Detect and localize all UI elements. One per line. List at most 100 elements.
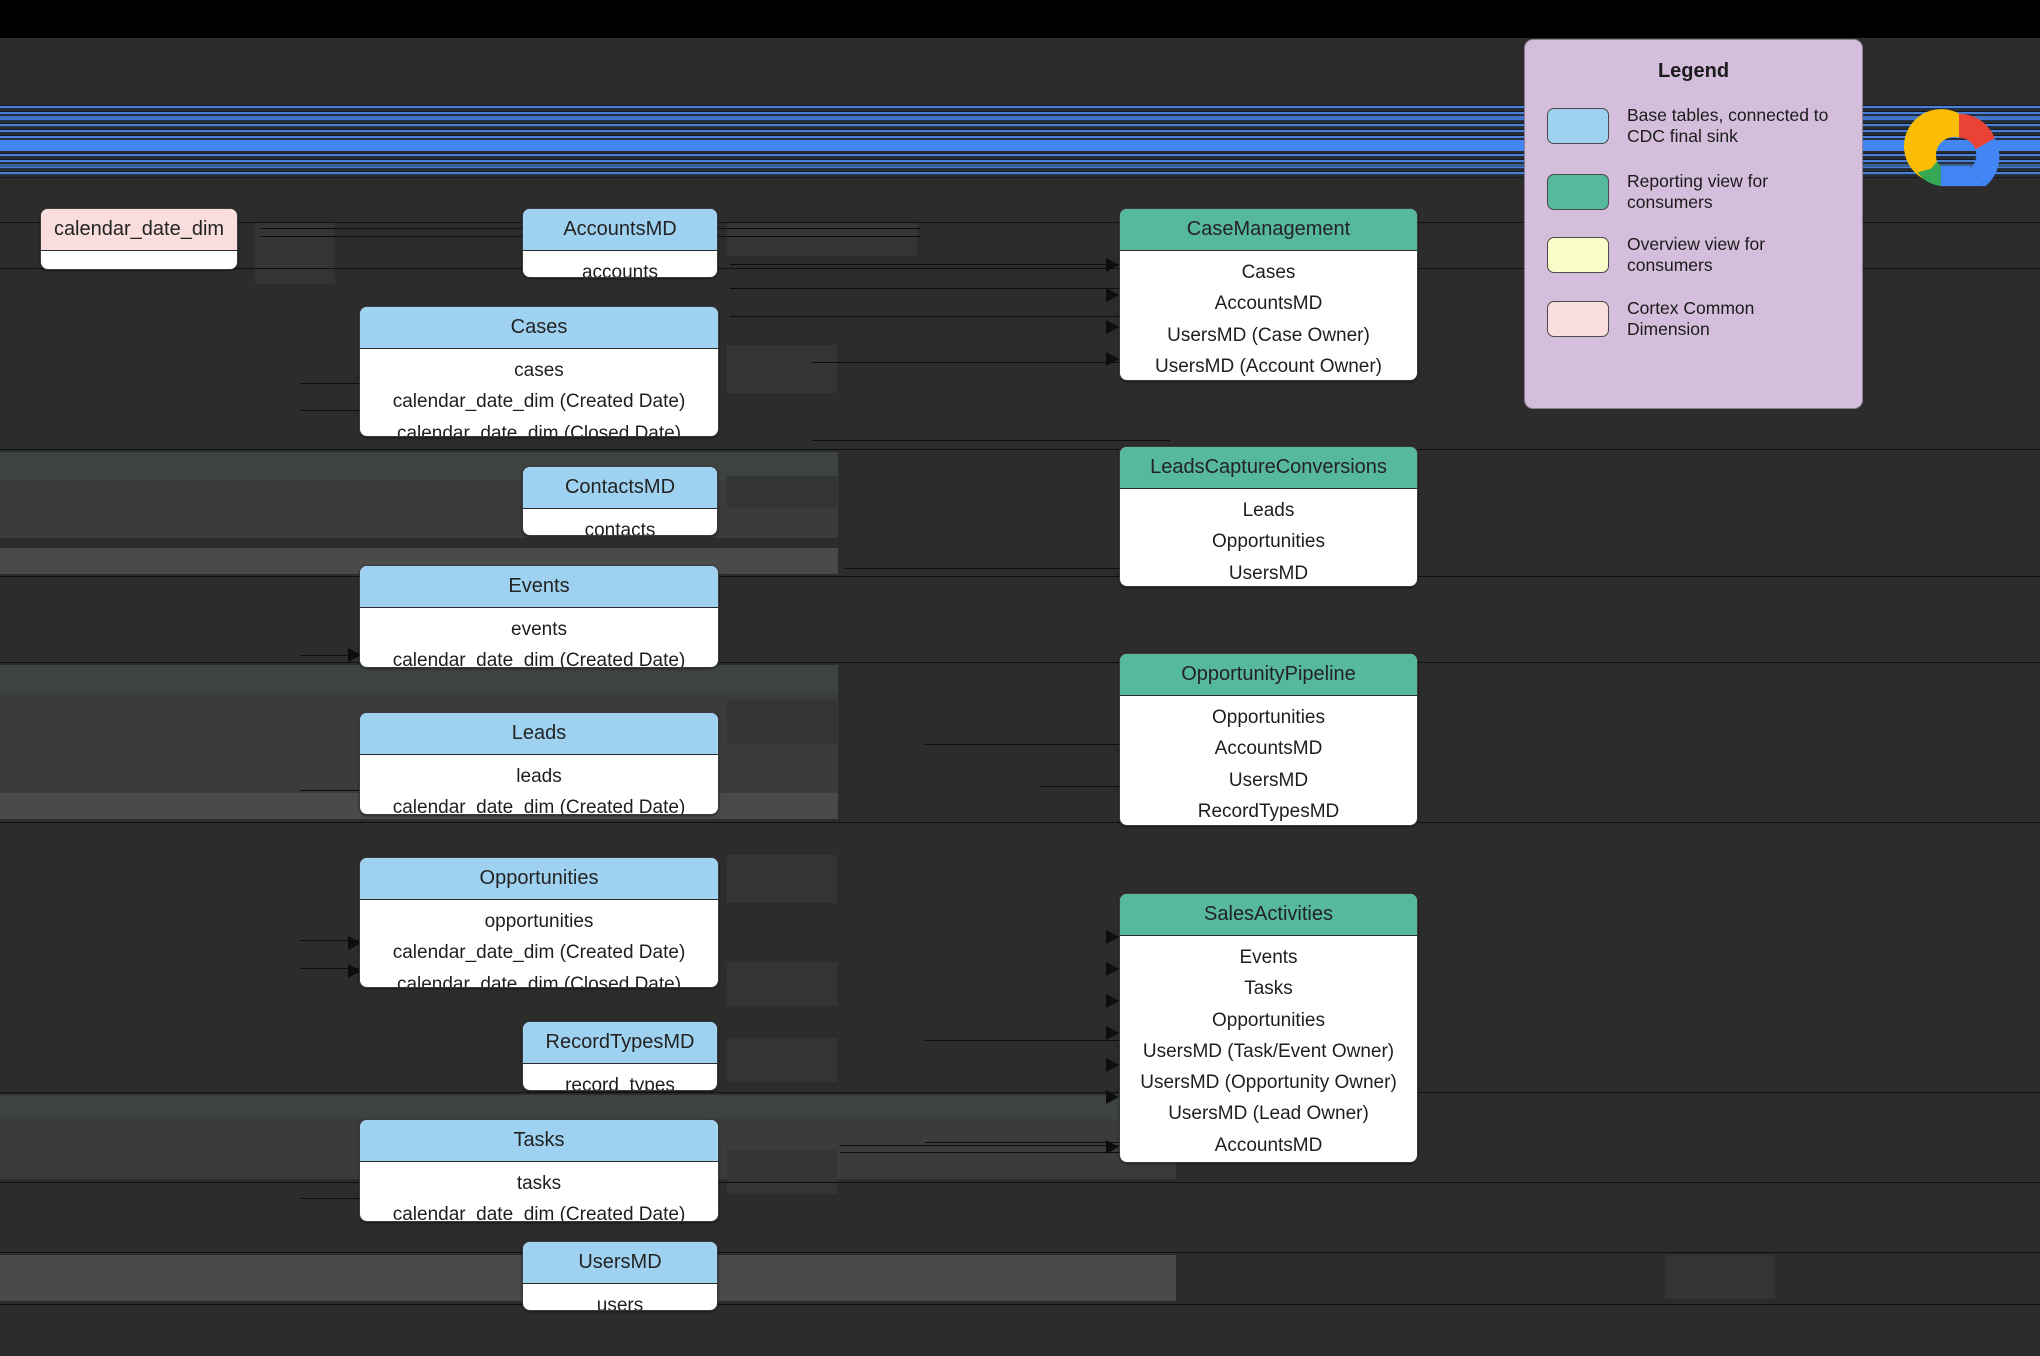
- entity-field: opportunities: [484, 911, 594, 932]
- entity-field: calendar_date_dim (Created Date): [392, 650, 686, 668]
- entity-node-casemanagement[interactable]: CaseManagement Cases AccountsMD UsersMD …: [1119, 208, 1418, 381]
- entity-node-leads[interactable]: Leads leads calendar_date_dim (Created D…: [359, 712, 719, 815]
- legend-panel: Legend Base tables, connected to CDC fin…: [1524, 39, 1863, 409]
- entity-field: Tasks: [1244, 978, 1293, 1000]
- edge-arrow: [1106, 962, 1119, 976]
- entity-title: RecordTypesMD: [523, 1022, 717, 1064]
- bg-block-c: [727, 345, 837, 393]
- bg-band-d: [0, 665, 838, 693]
- edge-line: [845, 568, 1170, 569]
- entity-field: calendar_date_dim (Closed Date): [396, 422, 682, 437]
- entity-field-list: Cases AccountsMD UsersMD (Case Owner) Us…: [1120, 251, 1417, 380]
- edge-line: [1040, 786, 1170, 787]
- entity-field: Cases: [1241, 262, 1296, 283]
- entity-field: cases: [514, 360, 564, 381]
- edge-arrow: [1106, 1058, 1119, 1072]
- entity-title: calendar_date_dim: [41, 209, 237, 251]
- cortex-dimension-swatch: [1547, 301, 1609, 337]
- entity-field: Opportunities: [1211, 707, 1325, 728]
- legend-item-reporting-view: Reporting view for consumers: [1547, 171, 1862, 213]
- entity-node-usersmd[interactable]: UsersMD users: [522, 1241, 718, 1311]
- edge-line: [840, 1152, 1170, 1153]
- hairline: [0, 1092, 2040, 1093]
- entity-node-salesactivities[interactable]: SalesActivities Events Tasks Opportuniti…: [1119, 893, 1418, 1163]
- entity-node-contactsmd[interactable]: ContactsMD contacts: [522, 466, 718, 536]
- entity-field: AccountsMD: [1214, 293, 1323, 315]
- bg-block-f: [727, 855, 837, 903]
- hairline: [0, 1304, 2040, 1305]
- entity-field: RecordTypesMD: [1197, 800, 1340, 822]
- hairline: [0, 222, 2040, 223]
- entity-field-list: contacts: [523, 509, 717, 536]
- entity-field-list: Leads Opportunities UsersMD: [1120, 489, 1417, 586]
- entity-field-list: record_types: [523, 1064, 717, 1091]
- entity-node-calendar-date-dim[interactable]: calendar_date_dim: [40, 208, 238, 270]
- entity-field: events: [511, 619, 567, 640]
- top-black-bar: [0, 0, 2040, 38]
- entity-field: UsersMD (Opportunity Owner): [1140, 1072, 1397, 1094]
- entity-title: AccountsMD: [523, 209, 717, 251]
- entity-title: Cases: [360, 307, 718, 349]
- entity-field: calendar_date_dim (Created Date): [392, 797, 686, 815]
- entity-field: calendar_date_dim (Created Date): [392, 942, 686, 964]
- entity-field: UsersMD (Case Owner): [1167, 324, 1370, 346]
- entity-field: leads: [516, 766, 562, 787]
- entity-node-opportunities[interactable]: Opportunities opportunities calendar_dat…: [359, 857, 719, 988]
- entity-field-list: cases calendar_date_dim (Created Date) c…: [360, 349, 718, 437]
- entity-title: SalesActivities: [1120, 894, 1417, 936]
- entity-field: UsersMD (Task/Event Owner): [1142, 1040, 1395, 1062]
- legend-item-label: Overview view for consumers: [1627, 234, 1766, 275]
- entity-field: AccountsMD: [1214, 738, 1323, 760]
- bg-block-l: [1665, 1255, 1775, 1299]
- hairline: [0, 576, 2040, 577]
- entity-field-list: [41, 251, 237, 269]
- entity-field: UsersMD (Lead Owner): [1168, 1103, 1369, 1125]
- glitch-stripe-solid-3: [0, 164, 2040, 167]
- entity-node-events[interactable]: Events events calendar_date_dim (Created…: [359, 565, 719, 668]
- edge-arrow: [1106, 258, 1119, 272]
- edge-line: [925, 744, 1170, 745]
- entity-node-opportunitypipeline[interactable]: OpportunityPipeline Opportunities Accoun…: [1119, 653, 1418, 826]
- entity-title: UsersMD: [523, 1242, 717, 1284]
- entity-field: tasks: [516, 1173, 562, 1194]
- entity-node-recordtypesmd[interactable]: RecordTypesMD record_types: [522, 1021, 718, 1091]
- entity-title: Opportunities: [360, 858, 718, 900]
- legend-item-base-tables: Base tables, connected to CDC final sink: [1547, 105, 1862, 147]
- entity-field: UsersMD: [1228, 769, 1309, 791]
- entity-node-leadscaptureconversions[interactable]: LeadsCaptureConversions Leads Opportunit…: [1119, 446, 1418, 587]
- bg-block-h: [727, 1038, 837, 1082]
- edge-line: [925, 1040, 1170, 1041]
- entity-title: LeadsCaptureConversions: [1120, 447, 1417, 489]
- bg-block-i: [727, 1150, 837, 1194]
- legend-item-label: Cortex Common Dimension: [1627, 298, 1755, 339]
- bg-block-d: [727, 476, 837, 508]
- hairline: [0, 1182, 2040, 1183]
- bg-block-b: [727, 222, 917, 256]
- entity-title: OpportunityPipeline: [1120, 654, 1417, 696]
- bg-block-e: [727, 700, 837, 744]
- edge-arrow: [1106, 1026, 1119, 1040]
- entity-field: calendar_date_dim (Closed Date): [396, 973, 682, 988]
- reporting-view-swatch: [1547, 174, 1609, 210]
- entity-field: Opportunities: [1211, 1009, 1325, 1031]
- legend-item-overview-view: Overview view for consumers: [1547, 234, 1862, 276]
- entity-field: contacts: [584, 520, 656, 536]
- edge-arrow: [348, 936, 361, 950]
- entity-field-list: Events Tasks Opportunities UsersMD (Task…: [1120, 936, 1417, 1162]
- entity-node-cases[interactable]: Cases cases calendar_date_dim (Created D…: [359, 306, 719, 437]
- entity-title: ContactsMD: [523, 467, 717, 509]
- legend-title: Legend: [1657, 60, 1730, 82]
- entity-field-list: leads calendar_date_dim (Created Date): [360, 755, 718, 815]
- entity-field-list: users: [523, 1284, 717, 1310]
- entity-title: Events: [360, 566, 718, 608]
- entity-field: record_types: [565, 1075, 675, 1091]
- hairline: [0, 822, 2040, 823]
- entity-field-list: Opportunities AccountsMD UsersMD RecordT…: [1120, 696, 1417, 825]
- entity-node-tasks[interactable]: Tasks tasks calendar_date_dim (Created D…: [359, 1119, 719, 1222]
- edge-arrow: [348, 964, 361, 978]
- entity-node-accountsmd[interactable]: AccountsMD accounts: [522, 208, 718, 278]
- edge-line: [730, 264, 1170, 265]
- entity-field-list: tasks calendar_date_dim (Created Date): [360, 1162, 718, 1221]
- entity-field: AccountsMD: [1214, 1134, 1323, 1156]
- overview-view-swatch: [1547, 237, 1609, 273]
